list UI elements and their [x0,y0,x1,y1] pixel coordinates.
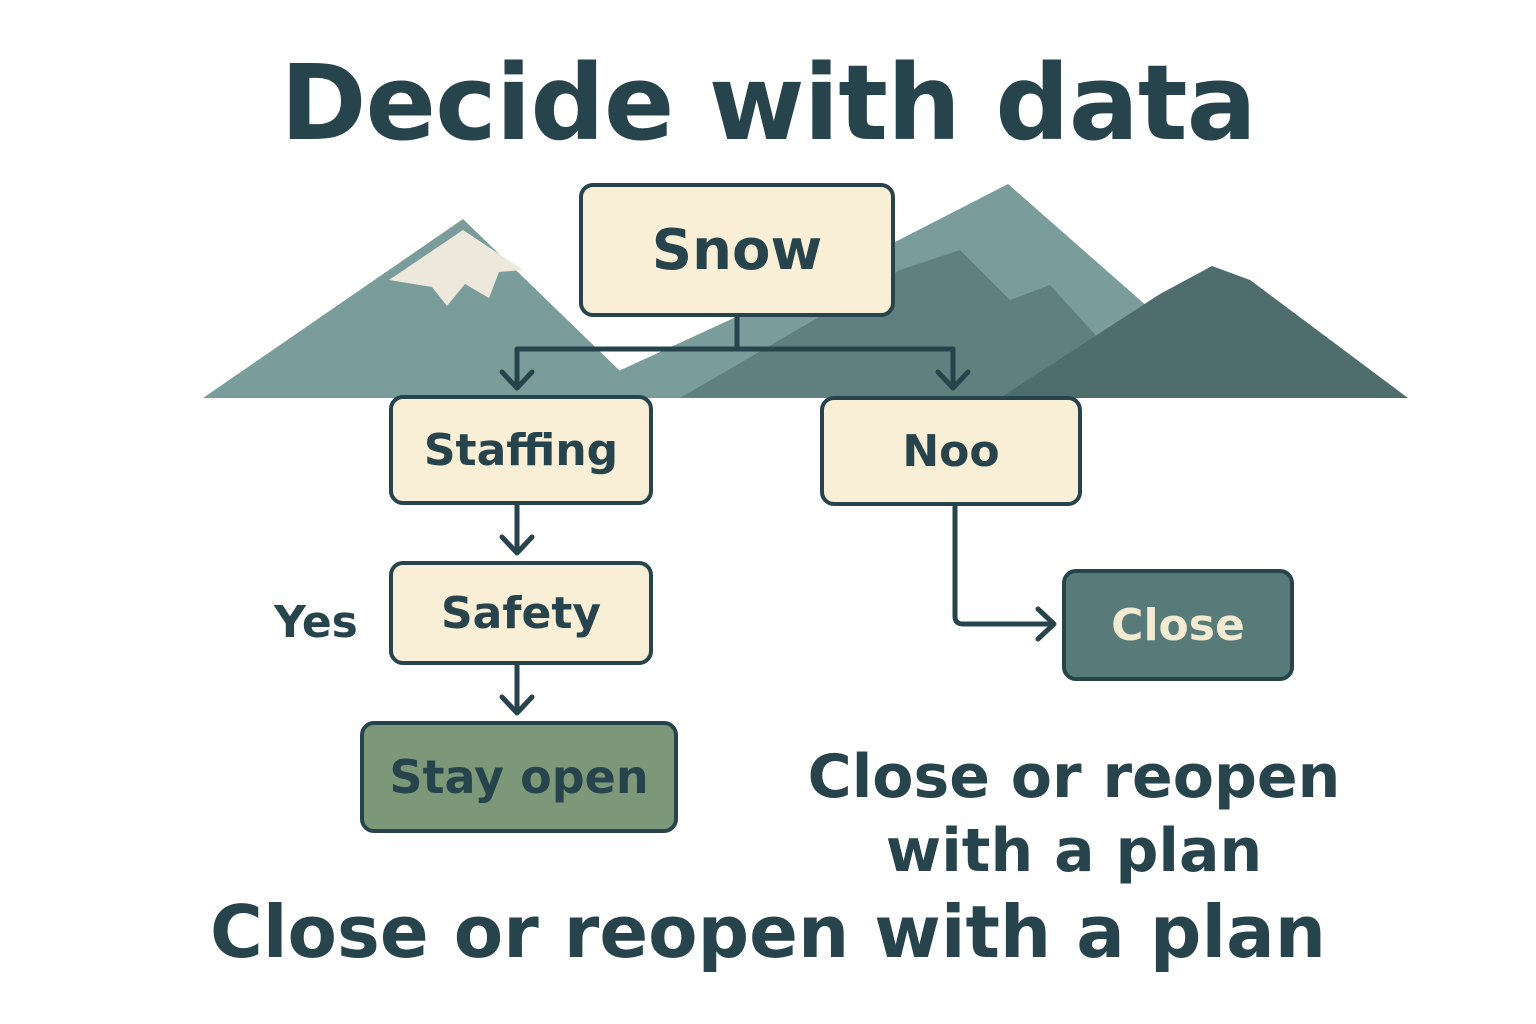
mountain-center-shade [680,250,1160,398]
arrowhead-staffing [499,369,535,391]
node-snow: Snow [579,183,895,317]
edge-label-yes: Yes [274,597,358,648]
connector-snow-to-no [734,346,956,389]
arrowhead-safety [499,534,535,556]
connector-no-to-close [952,504,1055,627]
node-no: Noo [820,396,1082,506]
mountains-background [203,184,1408,398]
mountain-left-snowcap [389,230,523,306]
mountain-left [203,219,648,398]
caption-bottom: Close or reopen with a plan [210,890,1326,974]
node-staffing: Staffing [389,395,653,505]
page-title: Decide with data [280,42,1257,164]
connector-snow-to-staffing [514,346,740,389]
mountain-right [1000,266,1408,398]
node-close: Close [1062,569,1294,681]
arrowhead-stay-open [499,694,535,716]
caption-right: Close or reopen with a plan [807,742,1341,886]
node-safety: Safety [389,561,653,665]
connectors [499,315,1057,716]
node-stay-open: Stay open [360,721,678,833]
arrowhead-close [1035,606,1057,642]
arrowhead-no [935,369,971,391]
